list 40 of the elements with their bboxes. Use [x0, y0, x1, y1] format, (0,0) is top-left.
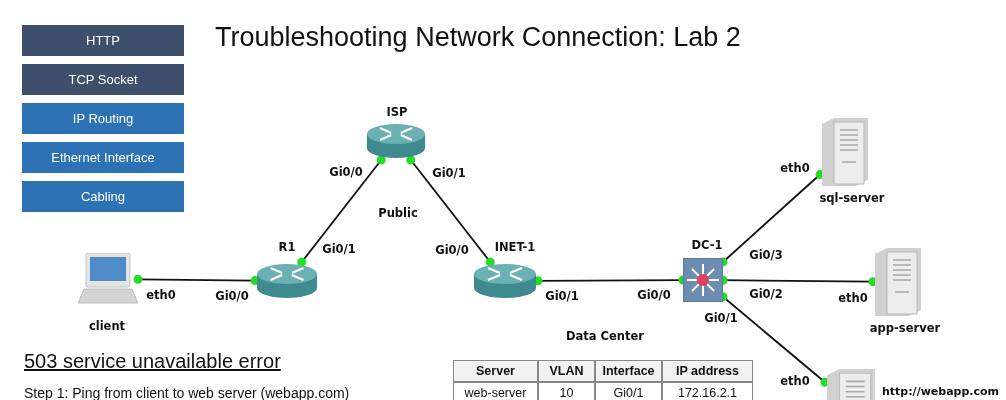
protocol-layer-bar: TCP Socket: [22, 64, 184, 95]
protocol-layer-bar: HTTP: [22, 25, 184, 56]
instruction-text: Step 1: Ping from client to web server (webapp.com): [24, 385, 350, 400]
diagram-title: Troubleshooting Network Connection: Lab 2: [215, 22, 741, 53]
column-header: IP address: [662, 360, 753, 382]
section-heading: 503 service unavailable error: [24, 350, 281, 373]
table-value: Gi0/1: [595, 382, 662, 400]
interface-label: Gi0/0: [435, 243, 469, 257]
interface-label: Gi0/3: [749, 248, 783, 262]
interface-label: Gi0/1: [545, 289, 579, 303]
protocol-layer-bar: Ethernet Interface: [22, 142, 184, 173]
zone-label: Data Center: [566, 329, 644, 343]
column-header: Server: [453, 360, 538, 382]
url-caption: http://webapp.com: [882, 385, 1000, 398]
device-name: app-server: [869, 321, 941, 335]
device-name: INET-1: [494, 240, 536, 254]
column-header: VLAN: [538, 360, 595, 382]
device-name: client: [88, 319, 126, 333]
table-value: 172.16.2.1: [662, 382, 753, 400]
interface-label: Gi0/1: [704, 311, 738, 325]
device-name: R1: [278, 240, 296, 254]
column-header: Interface: [595, 360, 662, 382]
device-name: sql-server: [819, 191, 885, 205]
interface-label: eth0: [780, 161, 810, 175]
interface-label: eth0: [146, 288, 176, 302]
table-value: web-server: [453, 382, 538, 400]
interface-label: Gi0/2: [749, 287, 783, 301]
table-value: 10: [538, 382, 595, 400]
zone-label: Public: [378, 206, 418, 220]
device-name: DC-1: [691, 238, 723, 252]
interface-label: Gi0/0: [637, 288, 671, 302]
network-cable: [406, 155, 495, 267]
protocol-layer-bar: IP Routing: [22, 103, 184, 134]
interface-label: eth0: [780, 374, 810, 388]
interface-label: Gi0/1: [432, 166, 466, 180]
protocol-layer-bar: Cabling: [22, 181, 184, 212]
device-name: ISP: [386, 105, 408, 119]
interface-label: Gi0/0: [215, 289, 249, 303]
network-cable: [297, 155, 386, 267]
interface-label: eth0: [838, 291, 868, 305]
